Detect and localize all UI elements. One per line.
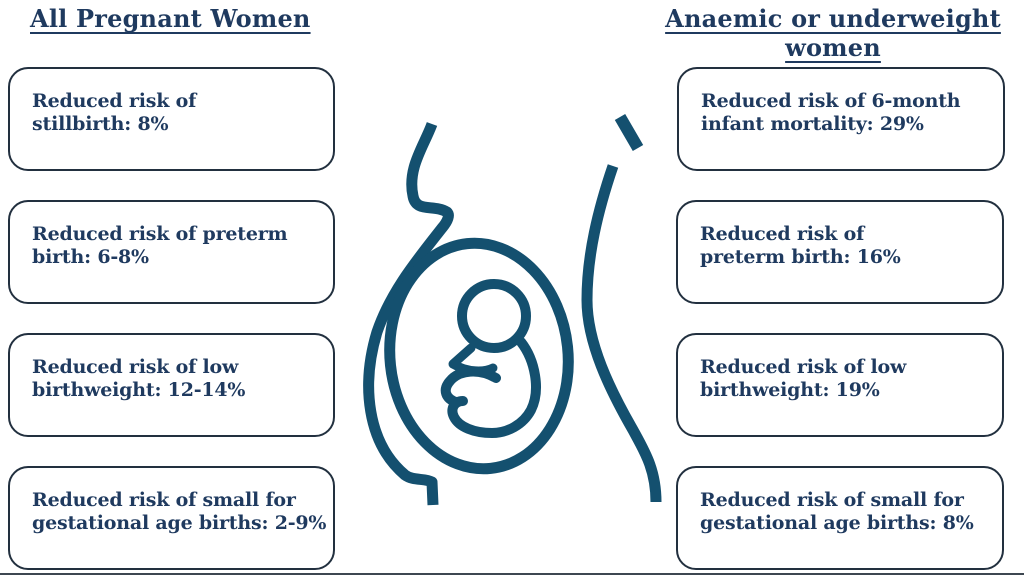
pregnant-belly-outline <box>363 122 454 506</box>
back-outline <box>581 164 662 503</box>
left-box-low-birthweight-line2: birthweight: 12-14% <box>32 379 246 401</box>
right-column-title: Anaemic or underweight women <box>660 4 1006 63</box>
fetus-head <box>457 279 531 353</box>
fetus-arm <box>448 343 498 376</box>
left-box-preterm-line2: birth: 6-8% <box>32 246 149 268</box>
right-box-infant-mortality-line2: infant mortality: 29% <box>701 113 924 135</box>
fetus-leg <box>440 366 501 407</box>
left-box-preterm-birth: Reduced risk of preterm birth: 6-8% <box>8 200 335 304</box>
right-column-title-line1: Anaemic or underweight <box>665 4 1001 33</box>
right-box-low-birthweight-line1: Reduced risk of low <box>700 356 907 378</box>
left-box-sga-line2: gestational age births: 2-9% <box>32 512 327 534</box>
right-box-infant-mortality: Reduced risk of 6-month infant mortality… <box>677 67 1005 171</box>
bottom-divider-line <box>0 573 1024 575</box>
left-box-small-gestational-age: Reduced risk of small for gestational ag… <box>8 466 335 570</box>
left-box-low-birthweight-line1: Reduced risk of low <box>32 356 239 378</box>
right-box-preterm-birth: Reduced risk of preterm birth: 16% <box>676 200 1004 304</box>
left-box-stillbirth-line1: Reduced risk of <box>32 90 197 112</box>
left-box-stillbirth: Reduced risk of stillbirth: 8% <box>8 67 335 171</box>
right-box-preterm-line1: Reduced risk of <box>700 223 865 245</box>
right-column-title-line2: women <box>785 33 881 63</box>
fetus-body <box>447 337 541 438</box>
right-box-infant-mortality-line1: Reduced risk of 6-month <box>701 90 961 112</box>
right-box-low-birthweight-line2: birthweight: 19% <box>700 379 880 401</box>
right-box-preterm-line2: preterm birth: 16% <box>700 246 901 268</box>
right-box-low-birthweight: Reduced risk of low birthweight: 19% <box>676 333 1004 437</box>
pregnant-woman-fetus-icon <box>363 113 662 506</box>
right-box-small-gestational-age: Reduced risk of small for gestational ag… <box>676 466 1004 570</box>
left-box-sga-line1: Reduced risk of small for <box>32 489 296 511</box>
back-dash <box>614 113 644 152</box>
left-column-title: All Pregnant Women <box>30 4 311 33</box>
womb-oval <box>384 237 574 475</box>
left-box-stillbirth-line2: stillbirth: 8% <box>32 113 169 135</box>
right-box-sga-line2: gestational age births: 8% <box>700 512 974 534</box>
left-column-title-text: All Pregnant Women <box>30 4 311 33</box>
left-box-preterm-line1: Reduced risk of preterm <box>32 223 288 245</box>
right-box-sga-line1: Reduced risk of small for <box>700 489 964 511</box>
left-box-low-birthweight: Reduced risk of low birthweight: 12-14% <box>8 333 335 437</box>
